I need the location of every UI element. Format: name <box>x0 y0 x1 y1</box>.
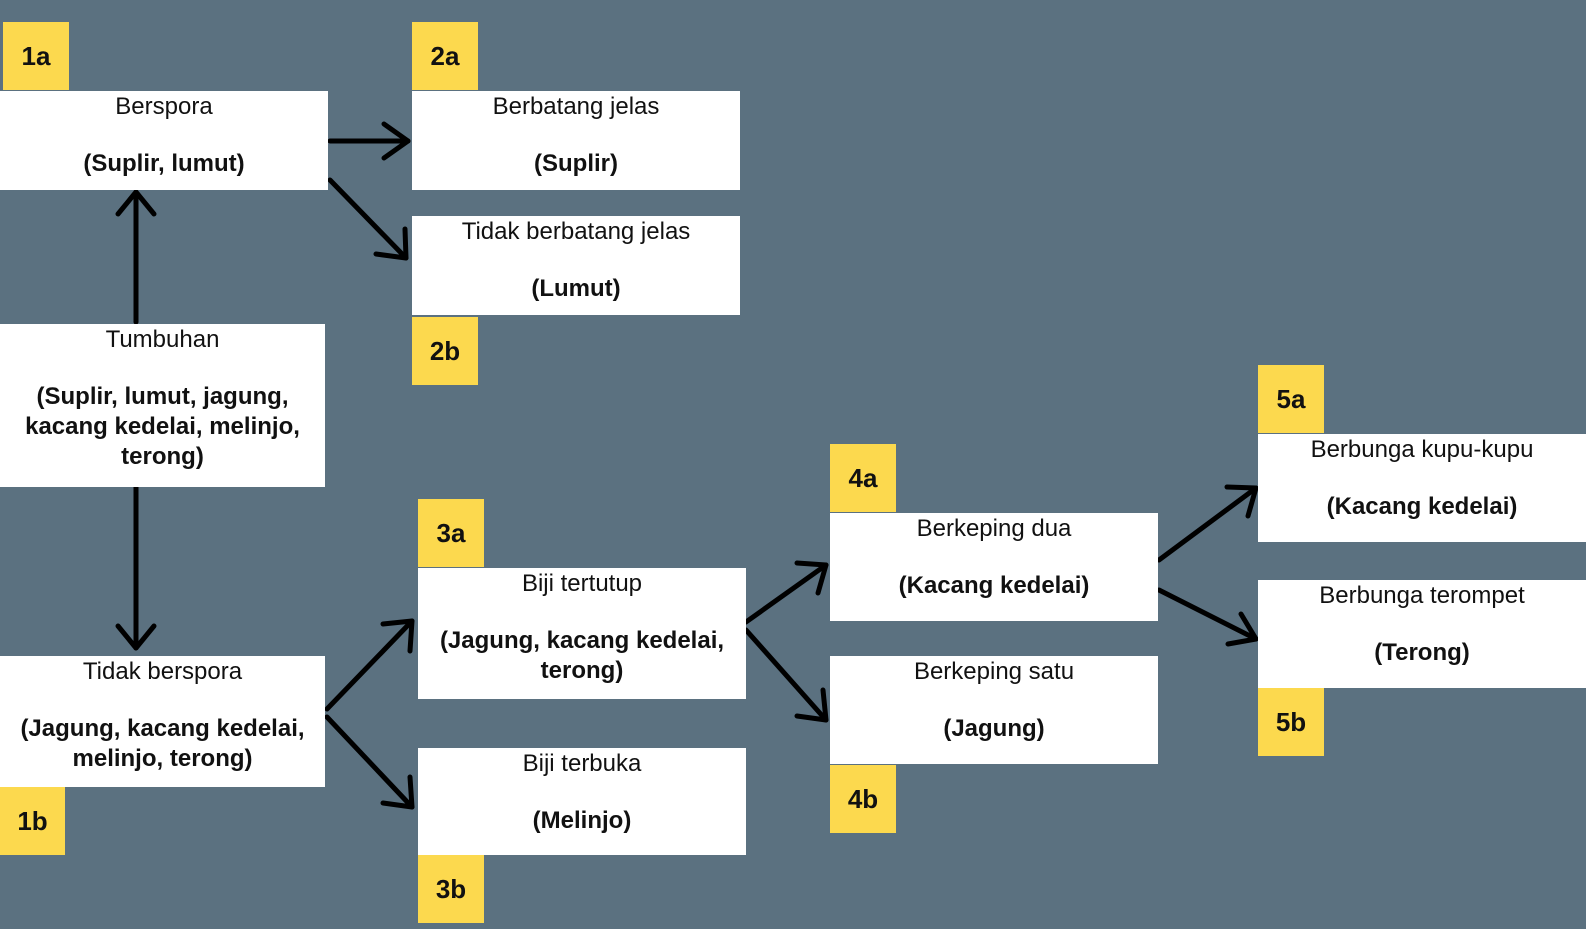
node-berkeping-dua: Berkeping dua (Kacang kedelai) <box>830 513 1158 621</box>
node-items: (Melinjo) <box>532 807 632 834</box>
node-items: (Suplir, lumut) <box>83 150 245 177</box>
tag-4b: 4b <box>830 765 896 833</box>
arrow-tidak-berspora-to-biji-tertutup <box>324 618 415 712</box>
node-tidak-berbatang-jelas: Tidak berbatang jelas (Lumut) <box>412 216 740 315</box>
tag-3b: 3b <box>418 855 484 923</box>
node-items: (Jagung) <box>943 715 1045 742</box>
tag-1a: 1a <box>3 22 69 90</box>
node-title: Tidak berbatang jelas <box>461 218 691 245</box>
arrow-berspora-to-tidak-berbatang-jelas <box>327 177 409 261</box>
node-items: (Suplir, lumut, jagung, kacang kedelai, … <box>25 383 300 470</box>
tag-2a: 2a <box>412 22 478 90</box>
tag-1b: 1b <box>0 787 65 855</box>
node-title: Berkeping satu <box>913 658 1075 685</box>
node-items: (Kacang kedelai) <box>898 572 1090 599</box>
arrow-tumbuhan-to-berspora <box>115 189 157 325</box>
tag-4a: 4a <box>830 444 896 512</box>
node-items: (Lumut) <box>531 275 621 302</box>
node-title: Tumbuhan <box>105 326 220 353</box>
tag-5b: 5b <box>1258 688 1324 756</box>
node-berspora: Berspora (Suplir, lumut) <box>0 91 328 190</box>
node-title: Berbunga terompet <box>1319 582 1525 609</box>
node-title: Berspora <box>115 93 213 120</box>
tag-2b: 2b <box>412 317 478 385</box>
node-berbunga-terompet: Berbunga terompet (Terong) <box>1258 580 1586 688</box>
node-tidak-berspora: Tidak berspora (Jagung, kacang kedelai, … <box>0 656 325 787</box>
arrow-biji-tertutup-to-berkeping-dua <box>743 560 829 625</box>
node-title: Berkeping dua <box>916 515 1072 542</box>
node-items: (Jagung, kacang kedelai, melinjo, terong… <box>20 715 305 772</box>
node-berbatang-jelas: Berbatang jelas (Suplir) <box>412 91 740 190</box>
tag-3a: 3a <box>418 499 484 567</box>
node-biji-terbuka: Biji terbuka (Melinjo) <box>418 748 746 855</box>
node-items: (Terong) <box>1374 639 1470 666</box>
node-title: Berbatang jelas <box>492 93 660 120</box>
arrow-berspora-to-berbatang-jelas <box>327 121 411 161</box>
node-items: (Jagung, kacang kedelai, terong) <box>439 627 725 684</box>
node-title: Tidak berspora <box>82 658 243 685</box>
arrow-tidak-berspora-to-biji-terbuka <box>324 714 415 810</box>
arrow-berkeping-dua-to-berbunga-terompet <box>1156 587 1259 647</box>
node-title: Biji terbuka <box>522 750 642 777</box>
node-berkeping-satu: Berkeping satu (Jagung) <box>830 656 1158 764</box>
tag-5a: 5a <box>1258 365 1324 433</box>
node-berbunga-kupu-kupu: Berbunga kupu-kupu (Kacang kedelai) <box>1258 434 1586 542</box>
node-title: Berbunga kupu-kupu <box>1310 436 1534 463</box>
arrow-tumbuhan-to-tidak-berspora <box>115 484 157 651</box>
node-tumbuhan: Tumbuhan (Suplir, lumut, jagung, kacang … <box>0 324 325 487</box>
node-title: Biji tertutup <box>521 570 643 597</box>
arrow-biji-tertutup-to-berkeping-satu <box>743 627 829 723</box>
node-biji-tertutup: Biji tertutup (Jagung, kacang kedelai, t… <box>418 568 746 699</box>
node-items: (Suplir) <box>534 150 618 177</box>
node-items: (Kacang kedelai) <box>1326 493 1518 520</box>
arrow-berkeping-dua-to-berbunga-kupu <box>1156 484 1259 563</box>
